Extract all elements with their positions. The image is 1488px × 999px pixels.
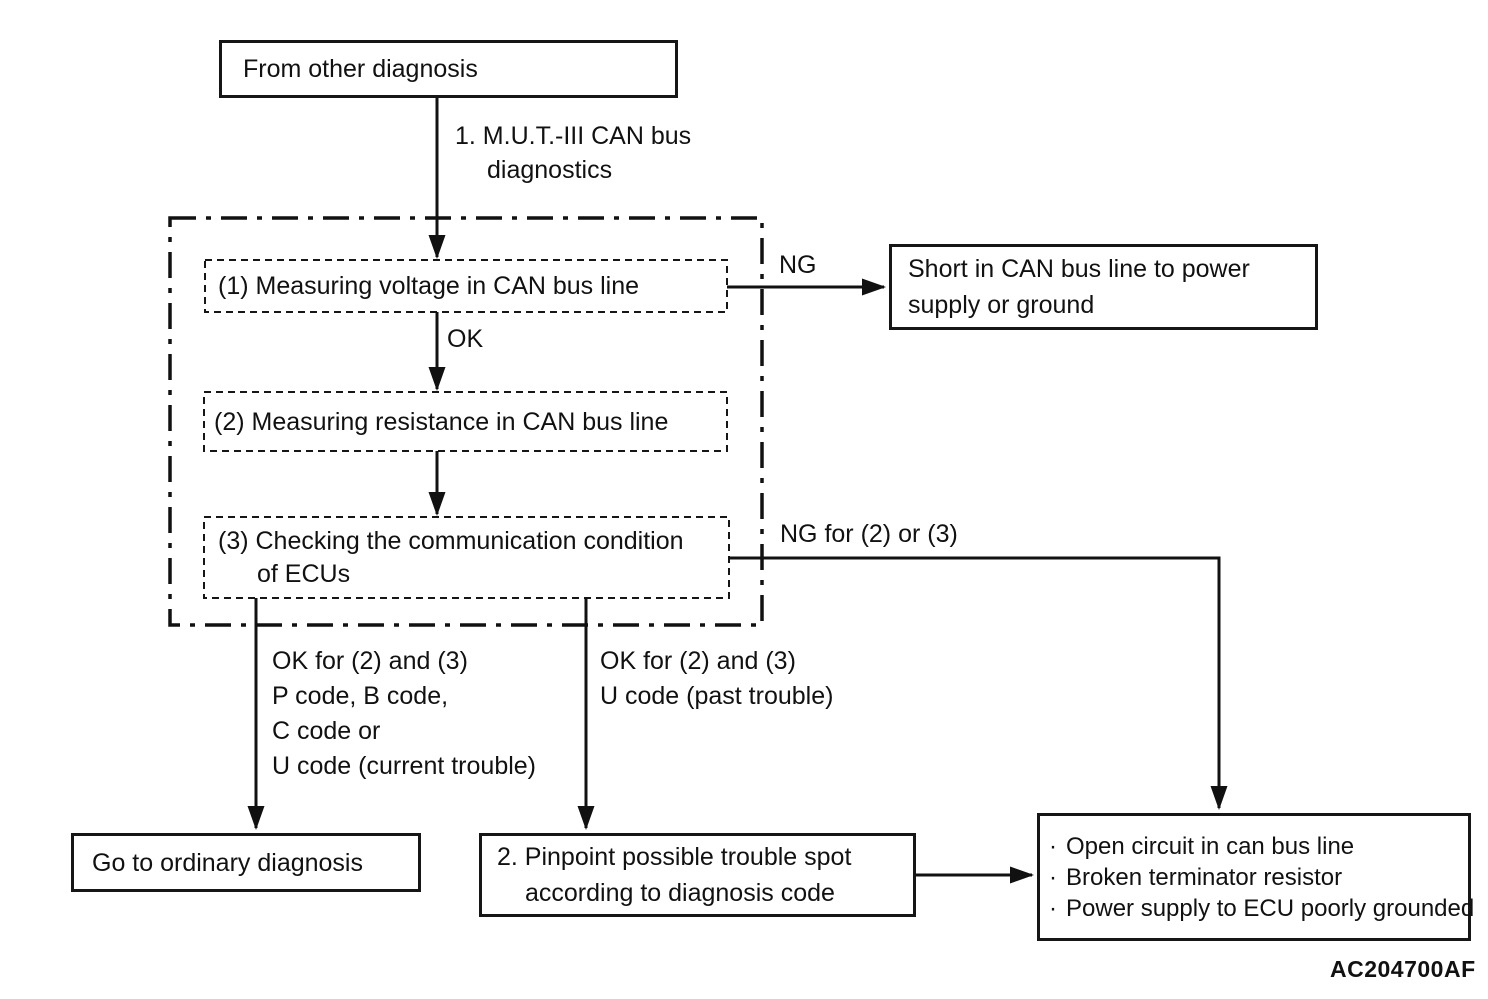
label-ok: OK: [447, 325, 484, 353]
label-ng: NG: [779, 251, 817, 279]
bullet-icon: ·: [1049, 863, 1057, 891]
label-ng-for-2-or-3: NG for (2) or (3): [780, 520, 958, 548]
node-step1: (1) Measuring voltage in CAN bus line: [207, 260, 725, 312]
label-mut-line2: diagnostics: [487, 156, 613, 184]
edge-ng23-to-causes: [729, 556, 1228, 810]
node-pinpoint-line1: 2. Pinpoint possible trouble spot: [497, 843, 852, 871]
node-from-other-diagnosis-label: From other diagnosis: [243, 55, 478, 83]
node-go-to-ordinary-label: Go to ordinary diagnosis: [92, 848, 363, 877]
cause-item-broken-terminator: ·Broken terminator resistor: [1049, 863, 1343, 891]
label-ok-branch-mid-line2: U code (past trouble): [600, 682, 834, 710]
label-ok-branch-mid-line1: OK for (2) and (3): [600, 647, 796, 675]
node-pinpoint-line2: according to diagnosis code: [525, 879, 835, 907]
label-ok-branch-left-line2: P code, B code,: [272, 682, 449, 710]
node-short-to-power-line2: supply or ground: [908, 291, 1095, 319]
node-short-to-power-line1: Short in CAN bus line to power: [908, 255, 1250, 283]
figure-code: AC204700AF: [1330, 956, 1476, 982]
step1-box-border: [204, 259, 728, 313]
step2-box-border: [203, 391, 728, 452]
node-step1-label: (1) Measuring voltage in CAN bus line: [218, 272, 640, 300]
node-step2-label: (2) Measuring resistance in CAN bus line: [214, 407, 669, 436]
label-mut-can-bus-diagnostics: 1. M.U.T.-III CAN bus diagnostics: [455, 119, 691, 187]
label-ok-branch-mid: OK for (2) and (3) U code (past trouble): [600, 644, 833, 714]
label-ok-branch-left-line4: U code (current trouble): [272, 752, 537, 780]
label-ok-branch-left-line1: OK for (2) and (3): [272, 647, 468, 675]
node-causes: ·Open circuit in can bus line ·Broken te…: [1037, 813, 1475, 941]
node-step3: (3) Checking the communication condition…: [206, 517, 727, 598]
bullet-icon: ·: [1049, 832, 1057, 860]
node-step3-line1: (3) Checking the communication condition: [218, 526, 684, 555]
node-pinpoint: 2. Pinpoint possible trouble spot accord…: [479, 833, 916, 917]
node-step3-line2: of ECUs: [257, 559, 351, 588]
label-ok-branch-left-line3: C code or: [272, 717, 381, 745]
cause-item-poor-ground: ·Power supply to ECU poorly grounded: [1049, 894, 1475, 922]
node-step2: (2) Measuring resistance in CAN bus line: [206, 392, 725, 451]
label-ok-branch-left: OK for (2) and (3) P code, B code, C cod…: [272, 644, 536, 784]
node-from-other-diagnosis: From other diagnosis: [219, 40, 678, 98]
label-mut-line1: 1. M.U.T.-III CAN bus: [455, 122, 692, 150]
mut-diagnostics-group-border: [168, 216, 764, 627]
cause-item-open-circuit: ·Open circuit in can bus line: [1049, 832, 1355, 860]
bullet-icon: ·: [1049, 894, 1057, 922]
node-short-to-power: Short in CAN bus line to power supply or…: [889, 244, 1318, 330]
node-go-to-ordinary: Go to ordinary diagnosis: [71, 833, 421, 892]
